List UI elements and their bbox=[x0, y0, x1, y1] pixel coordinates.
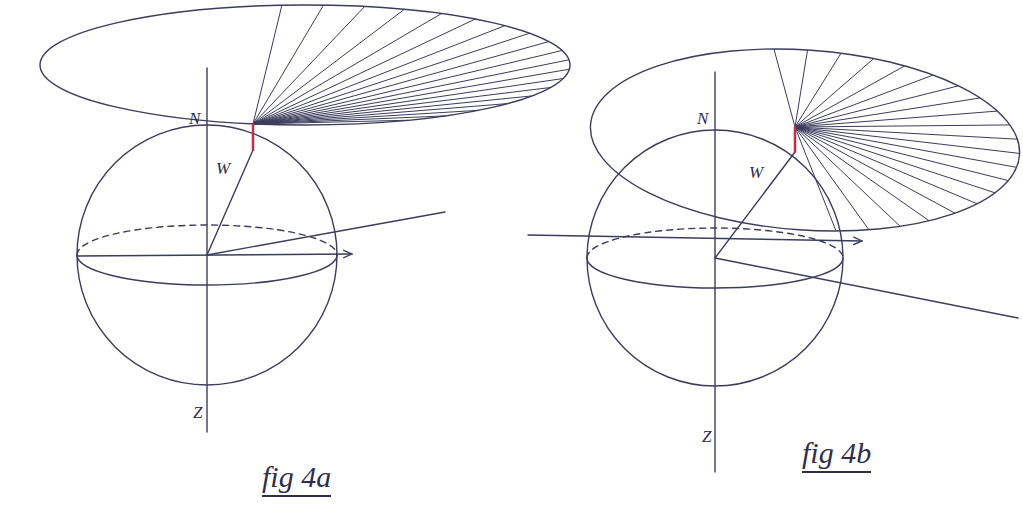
fan-line bbox=[253, 5, 323, 124]
equator-front bbox=[77, 255, 337, 285]
fan-line bbox=[253, 96, 532, 124]
fan-line bbox=[253, 7, 365, 124]
point-label: N bbox=[697, 110, 708, 127]
fan-line bbox=[253, 87, 551, 124]
figure-caption: fig 4a bbox=[262, 462, 331, 497]
equator-back bbox=[587, 228, 843, 258]
fan-line bbox=[253, 26, 505, 124]
fan-line bbox=[795, 50, 808, 127]
fan-line bbox=[795, 127, 1008, 181]
observer-mark bbox=[794, 127, 797, 152]
fan-line bbox=[253, 5, 282, 124]
fan-line bbox=[795, 66, 905, 127]
orbit-ellipse bbox=[40, 5, 570, 125]
fan-line bbox=[795, 111, 997, 127]
horizon-line bbox=[528, 235, 862, 241]
fan-line bbox=[253, 50, 562, 124]
fan-line bbox=[795, 127, 955, 213]
fan-line bbox=[795, 127, 1017, 167]
fan-line bbox=[795, 127, 1020, 153]
fan-line bbox=[795, 98, 980, 127]
point-label: N bbox=[189, 110, 200, 127]
orbit-ellipse bbox=[584, 35, 1023, 245]
equator-front bbox=[587, 258, 843, 288]
axis-line bbox=[714, 72, 715, 472]
fan-line bbox=[253, 116, 445, 124]
radius-line bbox=[207, 150, 253, 255]
equator-back bbox=[77, 225, 337, 255]
point-label: Z bbox=[702, 428, 711, 445]
fan-line bbox=[795, 75, 933, 127]
fan-line bbox=[795, 127, 929, 221]
point-label: W bbox=[216, 160, 230, 177]
fan-line bbox=[795, 53, 841, 127]
fan-line bbox=[253, 42, 549, 124]
fan-line bbox=[795, 127, 995, 193]
fan-line bbox=[253, 78, 563, 124]
fan-line bbox=[253, 120, 409, 124]
fan-line bbox=[774, 49, 795, 127]
fan-line bbox=[253, 110, 479, 124]
figure-caption: fig 4b bbox=[802, 438, 871, 473]
fan-line bbox=[253, 69, 569, 124]
point-label: Z bbox=[193, 404, 202, 421]
observer-mark bbox=[252, 124, 255, 150]
point-label: W bbox=[749, 164, 763, 181]
radius-line bbox=[715, 152, 795, 258]
fan-line bbox=[253, 104, 508, 124]
fan-line bbox=[253, 60, 569, 124]
fan-line bbox=[253, 9, 404, 124]
fan-line bbox=[795, 127, 836, 231]
fan-line bbox=[795, 127, 869, 230]
direction-line bbox=[207, 212, 445, 255]
axis-line bbox=[206, 68, 207, 432]
direction-line bbox=[715, 258, 1018, 318]
fan-line bbox=[795, 127, 900, 226]
fan-line bbox=[795, 125, 1010, 127]
